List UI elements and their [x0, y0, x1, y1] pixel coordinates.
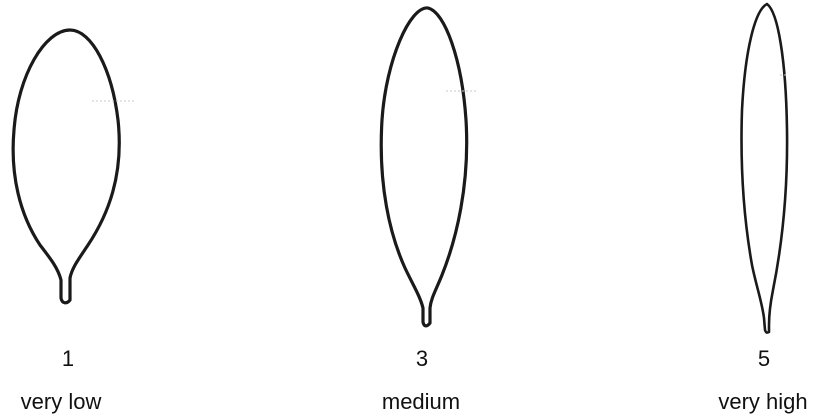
leaf-very-low-outline [11, 28, 121, 305]
leaf-very-high [740, 2, 789, 334]
scale-label-very-low: very low [20, 389, 102, 414]
leaf-medium [379, 6, 478, 328]
leaf-very-low [11, 28, 136, 305]
scale-code-5: 5 [757, 346, 771, 371]
scale-code-1: 1 [61, 346, 75, 371]
leaf-very-high-outline [740, 2, 789, 334]
scale-code-3: 3 [415, 346, 429, 371]
leaf-medium-outline [379, 6, 469, 328]
scale-label-very-high: very high [718, 389, 808, 414]
scale-label-medium: medium [381, 389, 461, 414]
